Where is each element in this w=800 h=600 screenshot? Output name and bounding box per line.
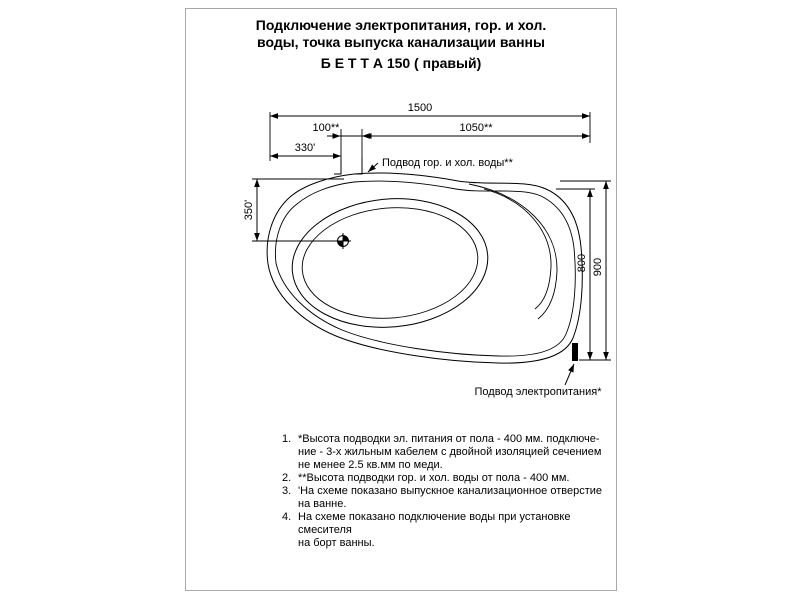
deck-curve-outer [468,183,558,320]
title-line-3: Б Е Т Т А 150 ( правый) [320,55,482,71]
bathtub-schematic: 1500 100** 1050** 330' 350' [243,102,611,398]
title-line-1: Подключение электропитания, гор. и хол. [255,17,547,33]
drawing-title: Подключение электропитания, гор. и хол. … [186,17,616,72]
dimension-330: 330' [270,142,341,159]
note-1-text: *Высота подводки эл. питания от пола - 4… [298,433,602,471]
dimension-900: 900 [560,180,611,361]
water-supply-text: Подвод гор. и хол. воды** [382,157,514,169]
note-4-number: 4. [282,511,292,523]
basin-rim [291,198,489,328]
bathtub-outline [266,172,583,364]
basin-bottom [301,207,479,319]
note-2-text: **Высота подводки гор. и хол. воды от по… [298,472,570,484]
note-4: 4. На схеме показано подключение воды пр… [282,511,614,550]
title-line-2: воды, точка выпуска канализации ванны [257,34,545,50]
deck-curve-inner [483,188,552,310]
note-3-text: 'На схеме показано выпускное канализацио… [298,485,603,510]
note-3: 3. 'На схеме показано выпускное канализа… [282,485,614,511]
drain-symbol [335,233,351,249]
dimension-100: 100** [313,122,376,161]
water-connection-marks [334,158,363,175]
power-supply-text: Подвод электропитания* [475,386,603,398]
power-supply-label: Подвод электропитания* [475,363,603,398]
dimension-350: 350' [243,178,344,242]
note-1: 1. *Высота подводки эл. питания от пола … [282,433,614,472]
dim-350-label: 350' [243,200,255,220]
note-2-number: 2. [282,472,292,484]
note-4-text: На схеме показано подключение воды при у… [298,511,571,549]
note-2: 2. **Высота подводки гор. и хол. воды от… [282,472,614,485]
water-supply-label: Подвод гор. и хол. воды** [367,157,514,173]
note-1-number: 1. [282,433,292,445]
dimension-1500: 1500 [269,102,591,161]
dim-330-label: 330' [295,142,315,154]
dim-100-label: 100** [313,122,341,134]
dim-1500-label: 1500 [408,102,432,114]
dim-900-label: 900 [592,258,604,276]
power-connection-mark [572,343,578,361]
dim-1050-label: 1050** [459,122,493,134]
note-3-number: 3. [282,485,292,497]
notes-block: 1. *Высота подводки эл. питания от пола … [282,433,614,550]
dimension-1050: 1050** [362,122,590,139]
drawing-sheet: Подключение электропитания, гор. и хол. … [185,8,617,591]
